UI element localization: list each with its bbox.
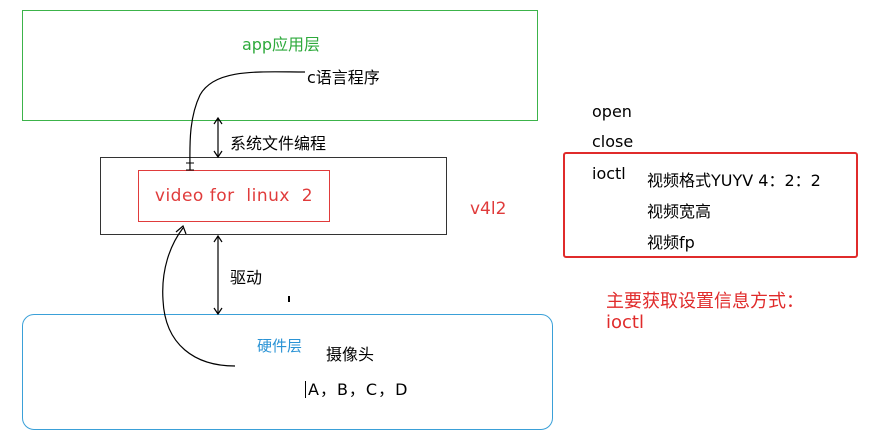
driver-arrow-down xyxy=(213,307,223,316)
ioctl-info-size: 视频宽高 xyxy=(647,202,712,221)
hardware-to-v4l2-curve xyxy=(162,227,236,367)
text-cursor xyxy=(305,381,306,398)
stray-mark xyxy=(288,296,290,302)
ioctl-info-format: 视频格式YUYV 4：2：2 xyxy=(647,171,821,190)
v4l2-inner-box: video for linux 2 xyxy=(138,170,330,222)
abcd-label: A，B，C，D xyxy=(305,376,408,400)
ioctl-highlight-box xyxy=(563,152,858,258)
api-open: open xyxy=(592,102,632,121)
driver-label: 驱动 xyxy=(230,268,263,287)
camera-label: 摄像头 xyxy=(326,345,375,364)
sys-file-arrow-down xyxy=(213,150,223,159)
sys-file-label: 系统文件编程 xyxy=(230,134,327,153)
app-layer-box: app应用层 xyxy=(22,10,538,121)
driver-arrow-up xyxy=(213,234,223,243)
app-to-v4l2-curve xyxy=(189,71,306,171)
sys-file-arrow-up xyxy=(213,116,223,125)
api-ioctl: ioctl xyxy=(592,164,626,183)
app-layer-label: app应用层 xyxy=(241,35,321,54)
hardware-layer-box xyxy=(22,314,553,430)
v4l2-inner-label: video for linux 2 xyxy=(154,186,314,206)
ioctl-info-fp: 视频fp xyxy=(647,233,695,252)
v4l2-side-label: v4l2 xyxy=(470,199,507,219)
v4l2-layer-box xyxy=(100,157,447,235)
abcd-text: A，B，C，D xyxy=(308,380,409,399)
api-close: close xyxy=(592,132,634,151)
note-line-2: ioctl xyxy=(606,312,644,333)
hardware-to-v4l2-arrow xyxy=(175,224,187,235)
note-line-1: 主要获取设置信息方式： xyxy=(606,291,804,312)
c-program-label: c语言程序 xyxy=(307,68,380,87)
hardware-layer-label: 硬件层 xyxy=(257,337,303,355)
